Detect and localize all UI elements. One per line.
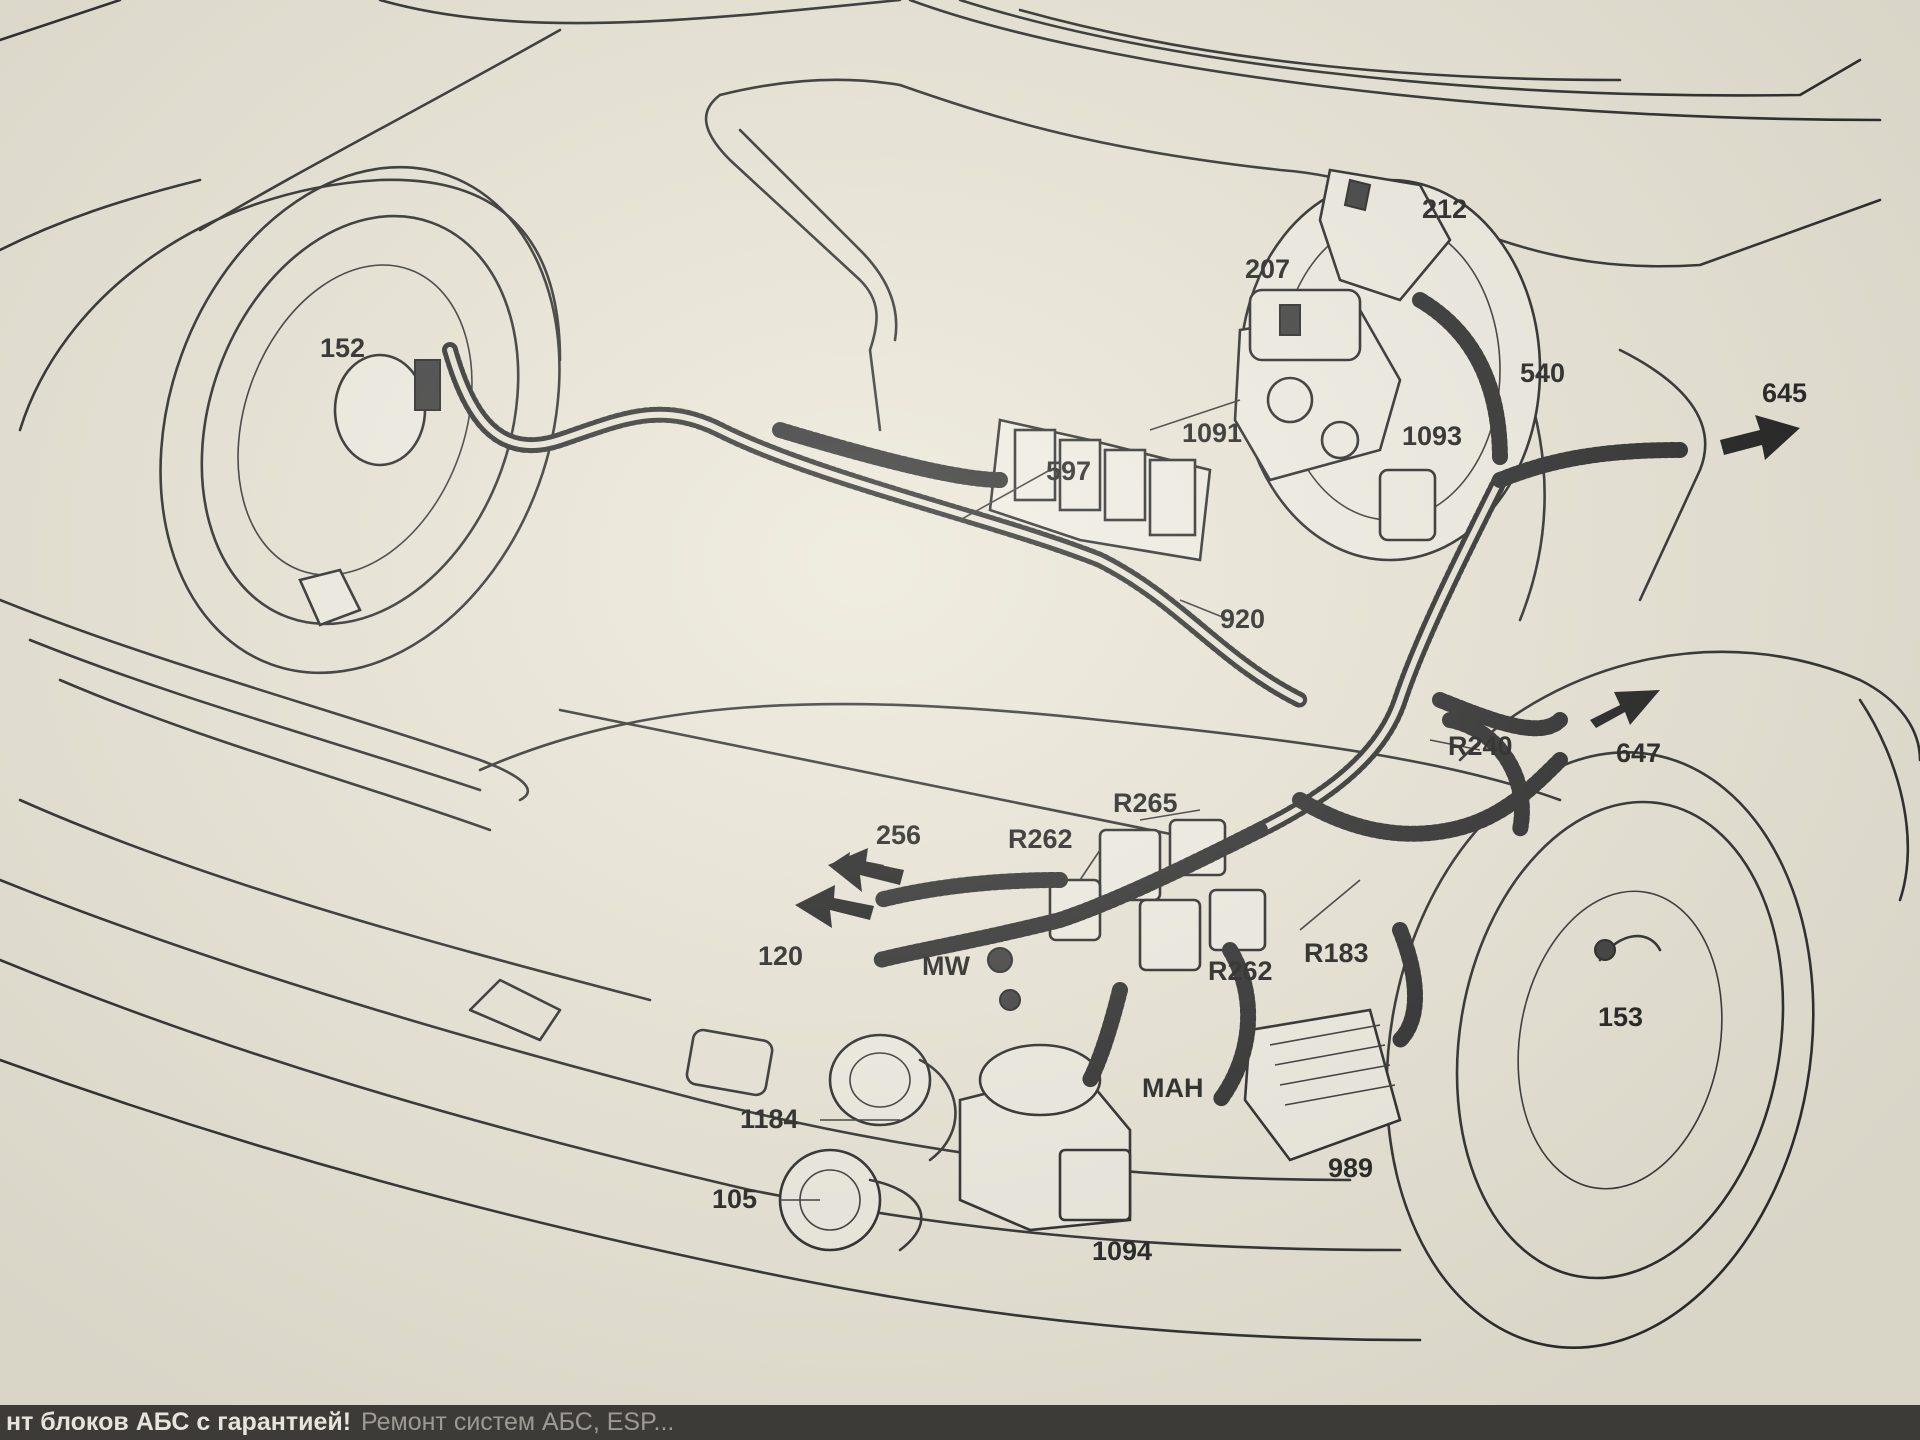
wheel-sensor-152 [298, 353, 441, 627]
direction-arrows [795, 415, 1800, 928]
arrow-256-big [828, 848, 904, 892]
label-R183: R183 [1304, 938, 1369, 968]
label-105: 105 [712, 1184, 757, 1214]
label-540: 540 [1520, 358, 1565, 388]
master-cylinder [1233, 288, 1437, 542]
label-647: 647 [1616, 738, 1661, 768]
label-597: 597 [1046, 456, 1091, 486]
component-labels: 152 212 207 540 645 1091 1093 597 920 R2… [320, 194, 1807, 1266]
label-R262-bottom: R262 [1208, 956, 1273, 986]
module-989 [1243, 1008, 1402, 1162]
arrow-120 [795, 885, 874, 928]
caption-bold: нт блоков АБС с гарантией! [6, 1408, 352, 1436]
label-989: 989 [1328, 1153, 1373, 1183]
label-1184: 1184 [740, 1104, 799, 1134]
horns-105-1184 [778, 1033, 957, 1252]
reservoir-212 [1318, 168, 1452, 302]
label-153: 153 [1598, 1002, 1643, 1032]
label-1091: 1091 [1182, 418, 1242, 448]
caption-faded: Ремонт систем АБС, ESP... [361, 1408, 675, 1436]
label-120: 120 [758, 941, 803, 971]
label-256: 256 [876, 820, 921, 850]
arrow-645 [1720, 415, 1800, 460]
label-152: 152 [320, 333, 365, 363]
label-645: 645 [1762, 378, 1807, 408]
relay-box-597 [988, 418, 1212, 562]
abs-unit-1094 [958, 1043, 1132, 1232]
label-212: 212 [1422, 194, 1467, 224]
label-R240: R240 [1448, 731, 1513, 761]
label-MAH: MAH [1142, 1073, 1204, 1103]
label-1094: 1094 [1092, 1236, 1152, 1266]
label-207: 207 [1245, 254, 1290, 284]
wiring-diagram: 152 212 207 540 645 1091 1093 597 920 R2… [0, 0, 1920, 1349]
wheel-sensor-153 [1594, 934, 1662, 962]
diagram-photo: 152 212 207 540 645 1091 1093 597 920 R2… [0, 0, 1920, 1405]
caption-bar: нт блоков АБС с гарантией! Ремонт систем … [0, 1405, 1920, 1440]
label-1093: 1093 [1402, 421, 1462, 451]
label-R262-top: R262 [1008, 824, 1073, 854]
label-MW: MW [922, 951, 970, 981]
wiring-harness [442, 292, 1688, 1108]
arrow-647 [1590, 690, 1660, 728]
leader-lines [780, 399, 1481, 1201]
label-920: 920 [1220, 604, 1265, 634]
label-R265: R265 [1113, 788, 1178, 818]
